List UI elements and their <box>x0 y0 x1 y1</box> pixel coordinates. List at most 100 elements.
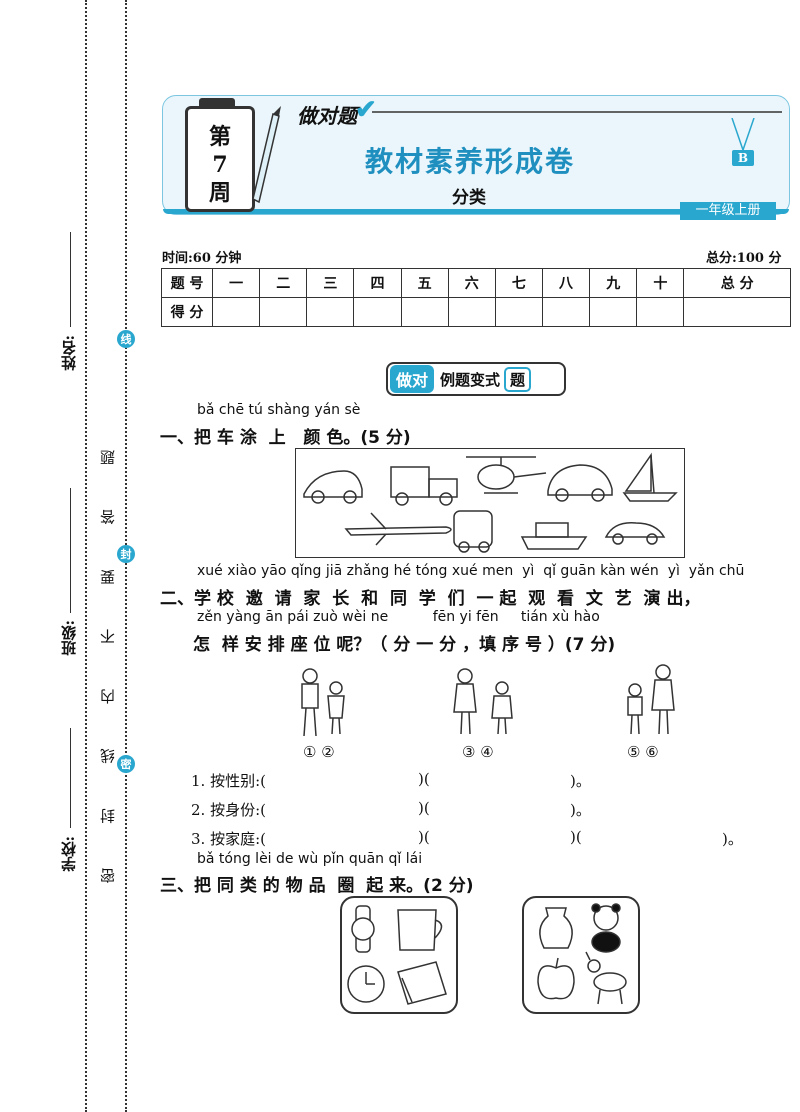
clock-icon <box>347 965 385 1003</box>
header-rule <box>372 111 782 113</box>
score-input-cell[interactable] <box>447 297 496 327</box>
woman-and-girl-icon <box>453 668 513 735</box>
section-banner-tail: 题 <box>504 366 532 392</box>
paren-mid: )( <box>418 770 430 788</box>
answer-blank[interactable] <box>290 826 414 848</box>
school-label: 学校: <box>60 836 78 872</box>
objects-illustration-2 <box>537 903 627 1005</box>
seal-mark-xian: 线 <box>117 330 135 348</box>
answer-blank[interactable] <box>440 797 564 819</box>
sedan-car-icon <box>604 522 666 545</box>
week-char-1: 第 <box>208 124 231 150</box>
answer-blank[interactable] <box>290 768 414 790</box>
score-input-cell[interactable] <box>589 297 638 327</box>
table-cell: 得 分 <box>161 297 213 327</box>
table-cell: 五 <box>400 268 449 298</box>
class-label: 班级: <box>60 620 78 656</box>
airplane-icon <box>344 512 452 546</box>
table-cell: 总 分 <box>683 268 791 298</box>
time-limit: 时间:60 分钟 <box>162 251 242 266</box>
apple-icon <box>537 957 575 1000</box>
paren-end: )。 <box>570 801 591 819</box>
week-number: 7 <box>212 152 228 178</box>
section-banner-brand: 做对 <box>390 365 435 393</box>
q2-pinyin-1: xué xiào yāo qǐng jiā zhǎng hé tóng xué … <box>197 563 745 579</box>
score-input-cell[interactable] <box>400 297 449 327</box>
week-board: 第 7 周 <box>185 106 255 212</box>
group-label-5-6: ⑤ ⑥ <box>627 743 659 761</box>
school-line <box>70 728 71 828</box>
name-label: 姓名: <box>60 335 78 371</box>
paren-mid: )( <box>570 828 582 846</box>
q1-text: 一、把 车 涂 上 颜 色。(5 分) <box>160 428 411 448</box>
vehicle-picture-box <box>295 448 685 558</box>
name-line <box>70 232 71 327</box>
seal-notice: 密 封 线 内 不 要 答 题 <box>99 430 117 884</box>
score-input-cell[interactable] <box>541 297 591 327</box>
book-icon <box>397 961 447 1005</box>
section-banner-title: 例题变式 <box>440 370 501 389</box>
mug-icon <box>397 909 443 951</box>
paren-end: )。 <box>722 830 743 848</box>
pencil-icon <box>252 106 281 204</box>
margin-dotted-line-outer <box>85 0 87 1112</box>
objects-box-1[interactable] <box>340 896 458 1014</box>
table-cell: 一 <box>211 268 261 298</box>
score-input-cell[interactable] <box>494 297 543 327</box>
boy-and-woman-icon <box>627 664 675 735</box>
q2-text-2: 怎 样 安 排 座 位 呢？（ 分 一 分 ，填 序 号 ）(7 分) <box>193 635 616 655</box>
answer-blank[interactable] <box>440 768 564 790</box>
van-icon <box>453 510 493 553</box>
check-icon: ✔ <box>355 95 377 125</box>
q2-line-2-label: 2. 按身份:( <box>191 801 266 819</box>
version-badge: B <box>732 150 754 166</box>
objects-box-2[interactable] <box>522 896 640 1014</box>
table-cell: 八 <box>541 268 591 298</box>
score-input-cell[interactable] <box>683 297 791 327</box>
beetle-car-icon <box>303 470 363 504</box>
section-banner: 做对 例题变式 题 <box>386 362 566 396</box>
watch-icon <box>351 905 375 953</box>
class-line <box>70 488 71 613</box>
sailboat-icon <box>622 452 678 502</box>
table-cell: 题 号 <box>161 268 213 298</box>
q2-pinyin-2: zěn yàng ān pái zuò wèi ne fēn yi fēn ti… <box>197 609 600 625</box>
sports-car-icon <box>547 464 613 502</box>
answer-blank[interactable] <box>290 797 414 819</box>
panda-icon <box>591 903 621 953</box>
q3-pinyin: bǎ tóng lèi de wù pǐn quān qǐ lái <box>197 851 423 867</box>
table-cell: 七 <box>494 268 543 298</box>
table-cell: 三 <box>306 268 355 298</box>
score-input-cell[interactable] <box>636 297 685 327</box>
score-input-cell[interactable] <box>211 297 261 327</box>
table-cell: 四 <box>353 268 402 298</box>
table-cell: 九 <box>589 268 638 298</box>
score-input-cell[interactable] <box>353 297 402 327</box>
q2-text-1: 二、学 校 邀 请 家 长 和 同 学 们 一 起 观 看 文 艺 演 出， <box>160 589 701 609</box>
score-table-header-row: 题 号 一 二 三 四 五 六 七 八 九 十 总 分 <box>161 268 791 298</box>
paren-mid: )( <box>418 828 430 846</box>
q2-line-3-label: 3. 按家庭:( <box>191 830 266 848</box>
paren-end: )。 <box>570 772 591 790</box>
vase-icon <box>539 907 573 949</box>
badge-hanger-icon <box>731 118 755 151</box>
q3-text: 三、把 同 类 的 物 品 圈 起 来。(2 分) <box>160 876 474 896</box>
grade-label: 一年级上册 <box>680 202 776 220</box>
helicopter-icon <box>466 456 547 494</box>
paren-mid: )( <box>418 799 430 817</box>
score-input-cell[interactable] <box>306 297 355 327</box>
brand-logo: 做对题 <box>297 104 357 128</box>
seal-mark-mi: 密 <box>117 755 135 773</box>
table-cell: 二 <box>259 268 308 298</box>
answer-blank[interactable] <box>440 826 564 848</box>
group-label-1-2: ① ② <box>303 743 335 761</box>
seal-mark-feng: 封 <box>117 545 135 563</box>
score-input-cell[interactable] <box>259 297 308 327</box>
group-label-3-4: ③ ④ <box>462 743 494 761</box>
q1-pinyin: bǎ chē tú shàng yán sè <box>197 402 361 418</box>
truck-icon <box>390 466 458 506</box>
answer-blank[interactable] <box>594 826 718 848</box>
vehicles-illustration <box>303 452 678 553</box>
page-subtitle: 分类 <box>452 188 486 208</box>
week-char-2: 周 <box>208 180 231 206</box>
